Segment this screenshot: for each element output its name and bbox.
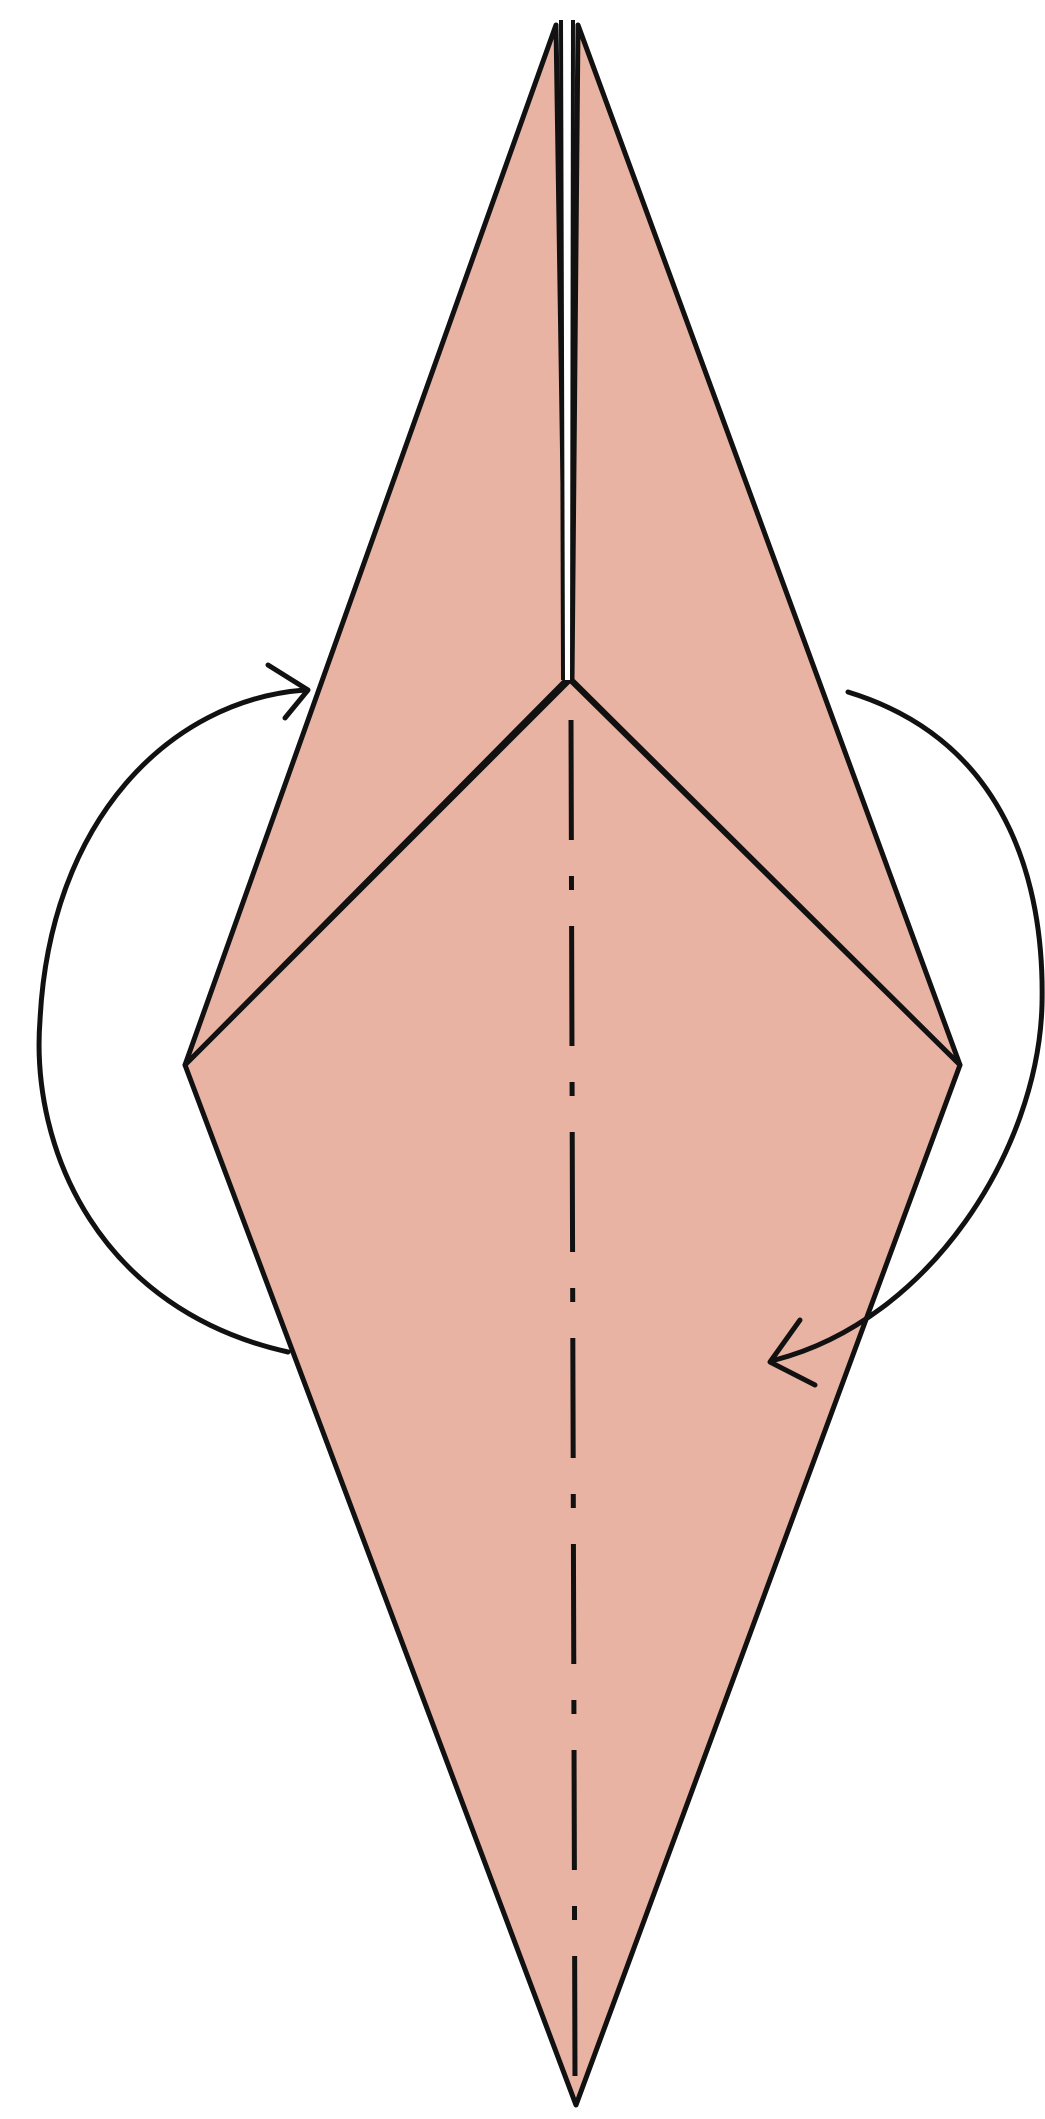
slit-edge-right bbox=[572, 20, 573, 680]
slit-edge-left bbox=[561, 20, 563, 680]
